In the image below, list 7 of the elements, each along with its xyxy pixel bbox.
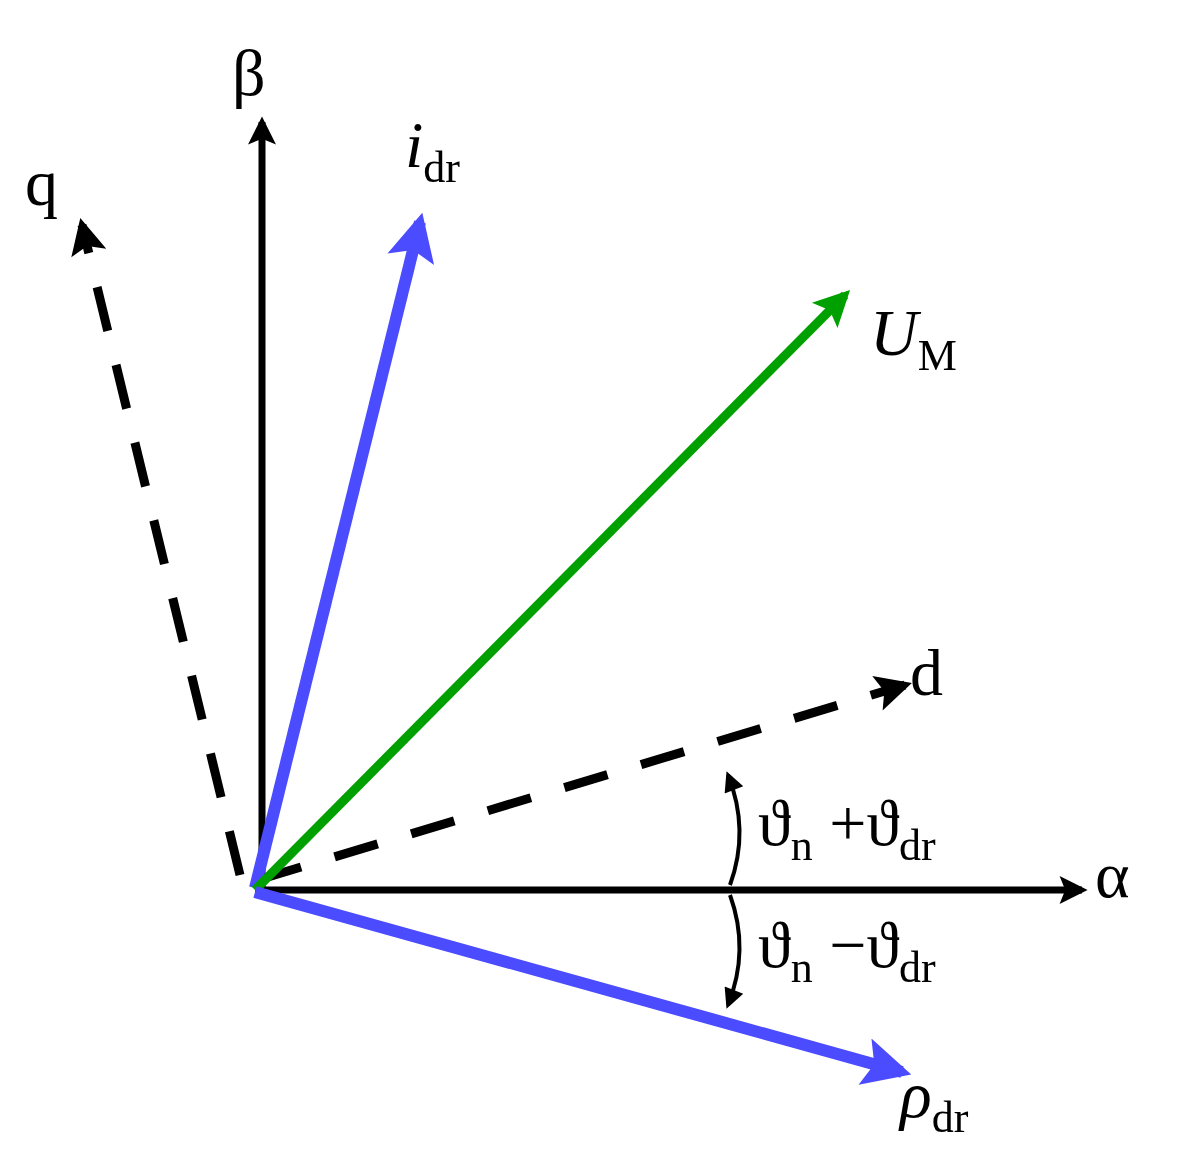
vector-label: ρ$_{dr}$: [900, 1062, 969, 1141]
angle-label: ϑ$_{n}$ +ϑ$_{dr}$: [758, 790, 936, 869]
vector-label: U$_{M}$: [870, 300, 957, 379]
angle-label: ϑ$_{n}$ −ϑ$_{dr}$: [758, 912, 936, 991]
vector-label: i$_{dr}$: [405, 112, 460, 191]
axis-label: α: [1095, 842, 1130, 908]
axis-label: d: [910, 640, 943, 706]
